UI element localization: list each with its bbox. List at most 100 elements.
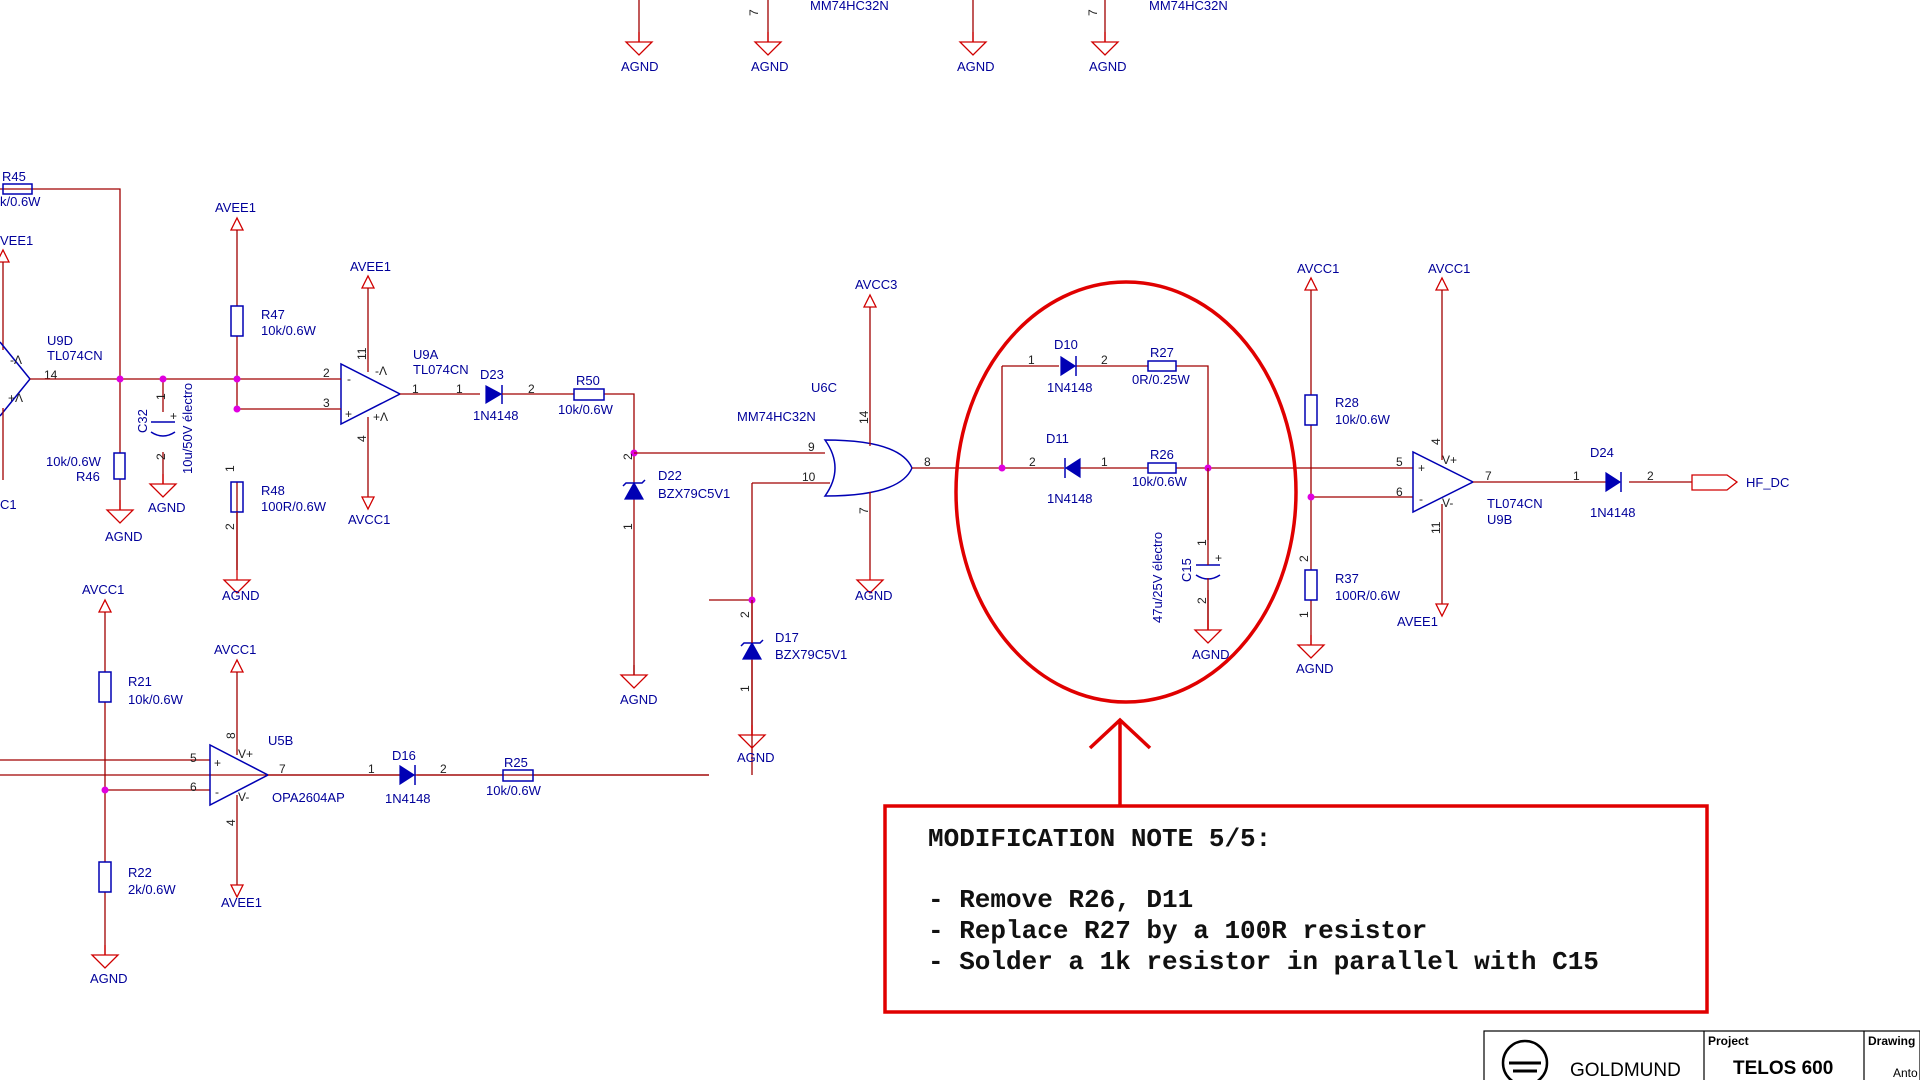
peak-detector: 1 2 D10 1N4148 R27 0R/0.25W 2 1 D11 1N41… xyxy=(960,337,1312,662)
r46-ref: R46 xyxy=(76,469,100,484)
net-avcc1: AVCC1 xyxy=(1428,261,1470,276)
u9d-pin-out: 14 xyxy=(44,368,58,382)
pin-number: 2 xyxy=(1029,455,1036,469)
u9a-pin: 3 xyxy=(323,396,330,410)
junction xyxy=(233,375,241,383)
r48-ref: R48 xyxy=(261,483,285,498)
u9b-body xyxy=(1412,450,1475,514)
r21-ref: R21 xyxy=(128,674,152,689)
drawing-label: Drawing xyxy=(1868,1034,1915,1048)
r26-value: 10k/0.6W xyxy=(1132,474,1188,489)
r45-value: k/0.6W xyxy=(0,194,41,209)
pin-number: 2 xyxy=(440,762,447,776)
r47-value: 10k/0.6W xyxy=(261,323,317,338)
u5b-vplus: V+ xyxy=(238,747,253,761)
pin-number: 1 xyxy=(1195,539,1209,546)
u9b-value: TL074CN xyxy=(1487,496,1543,511)
u9b-vplus: V+ xyxy=(1442,453,1457,467)
d17-body xyxy=(741,641,763,660)
pin-number: 2 xyxy=(1101,353,1108,367)
d23-value: 1N4148 xyxy=(473,408,519,423)
junction xyxy=(159,375,167,383)
u9d-ref: U9D xyxy=(47,333,73,348)
u5b-pin: 6 xyxy=(190,780,197,794)
annotation-arrow xyxy=(1088,717,1152,806)
pin-number: 1 xyxy=(154,393,168,400)
pin-number: 1 xyxy=(456,382,463,396)
note-line: - Solder a 1k resistor in parallel with … xyxy=(928,947,1599,977)
gnd-label: AGND xyxy=(957,59,995,74)
r47-ref: R47 xyxy=(261,307,285,322)
r50-value: 10k/0.6W xyxy=(558,402,614,417)
agnd-label: AGND xyxy=(1296,661,1334,676)
u9d-value: TL074CN xyxy=(47,348,103,363)
pin-number: 1 xyxy=(223,465,237,472)
c32-value: 10u/50V électro xyxy=(180,383,195,474)
agnd-label: AGND xyxy=(737,750,775,765)
d23-r50-d22: 1 2 D23 1N4148 R50 10k/0.6W 2 1 D22 BZX7… xyxy=(456,367,825,707)
r21-value: 10k/0.6W xyxy=(128,692,184,707)
u9a-pin: 2 xyxy=(323,366,330,380)
project-label: Project xyxy=(1708,1034,1749,1048)
d22-value: BZX79C5V1 xyxy=(658,486,730,501)
hf-dc-port xyxy=(1691,474,1739,491)
junction xyxy=(233,405,241,413)
u9b-ref: U9B xyxy=(1487,512,1512,527)
modification-annotation: MODIFICATION NOTE 5/5: - Remove R26, D11… xyxy=(883,280,1709,1014)
u6c-body xyxy=(823,439,913,497)
d24-ref: D24 xyxy=(1590,445,1614,460)
pin-number: 2 xyxy=(1195,597,1209,604)
net-avcc1: AVCC1 xyxy=(214,642,256,657)
u9a-minus-mark: - xyxy=(347,372,351,386)
pin-number: 1 xyxy=(1028,353,1035,367)
d10-body xyxy=(1060,355,1077,377)
d23-ref: D23 xyxy=(480,367,504,382)
u9b-pin: 4 xyxy=(1429,438,1443,445)
pin-number: 1 xyxy=(738,685,752,692)
r46-value: 10k/0.6W xyxy=(46,454,102,469)
u9a-neg-supply: -Λ xyxy=(375,364,387,378)
pin-number: 1 xyxy=(1573,469,1580,483)
r46-body xyxy=(113,452,126,480)
u6c-pin: 8 xyxy=(924,455,931,469)
u9a-stage: AVEE1 R47 10k/0.6W R48 100R/0.6W 1 2 AGN… xyxy=(116,200,480,603)
d10-value: 1N4148 xyxy=(1047,380,1093,395)
net-avee: AVEE1 xyxy=(215,200,256,215)
u6c-pin: 7 xyxy=(857,507,871,514)
d23-body xyxy=(485,385,503,405)
r22-body xyxy=(98,861,112,893)
u5b-pin: 8 xyxy=(224,732,238,739)
r45-body xyxy=(2,183,33,195)
r27-value: 0R/0.25W xyxy=(1132,372,1191,387)
company-logo xyxy=(1501,1039,1549,1080)
u5b-value: OPA2604AP xyxy=(272,790,345,805)
u6c-stage: 9 10 8 U6C MM74HC32N AVCC3 14 7 AGND 2 1… xyxy=(0,277,960,776)
r25-ref: R25 xyxy=(504,755,528,770)
d17-value: BZX79C5V1 xyxy=(775,647,847,662)
top-row: AGND AGND AGND AGND 7 7 MM74HC32N MM74HC… xyxy=(621,0,1228,74)
r22-ref: R22 xyxy=(128,865,152,880)
u9a-pos-supply: +Λ xyxy=(373,410,388,424)
d24-body xyxy=(1605,471,1622,493)
c32-body xyxy=(150,421,176,437)
u5b-pin: 7 xyxy=(279,762,286,776)
u9a-body xyxy=(340,362,402,426)
project-name: TELOS 600 xyxy=(1733,1058,1833,1079)
d22-body xyxy=(623,481,645,500)
u5b-pin: 4 xyxy=(224,819,238,826)
title-block: GOLDMUND Project TELOS 600 Drawing Anto xyxy=(1483,1030,1920,1080)
d17-ref: D17 xyxy=(775,630,799,645)
d10-ref: D10 xyxy=(1054,337,1078,352)
u6c-pin: 14 xyxy=(857,410,871,424)
d16-value: 1N4148 xyxy=(385,791,431,806)
c32-plus: + xyxy=(170,409,177,423)
r25-value: 10k/0.6W xyxy=(486,783,542,798)
r27-body xyxy=(1147,360,1177,372)
r48-value: 100R/0.6W xyxy=(261,499,327,514)
d11-ref: D11 xyxy=(1046,431,1069,446)
d11-body xyxy=(1064,457,1081,479)
u9a-pin: 11 xyxy=(355,347,369,360)
note-title: MODIFICATION NOTE 5/5: xyxy=(928,824,1271,854)
net-avcc1: AVCC1 xyxy=(1297,261,1339,276)
